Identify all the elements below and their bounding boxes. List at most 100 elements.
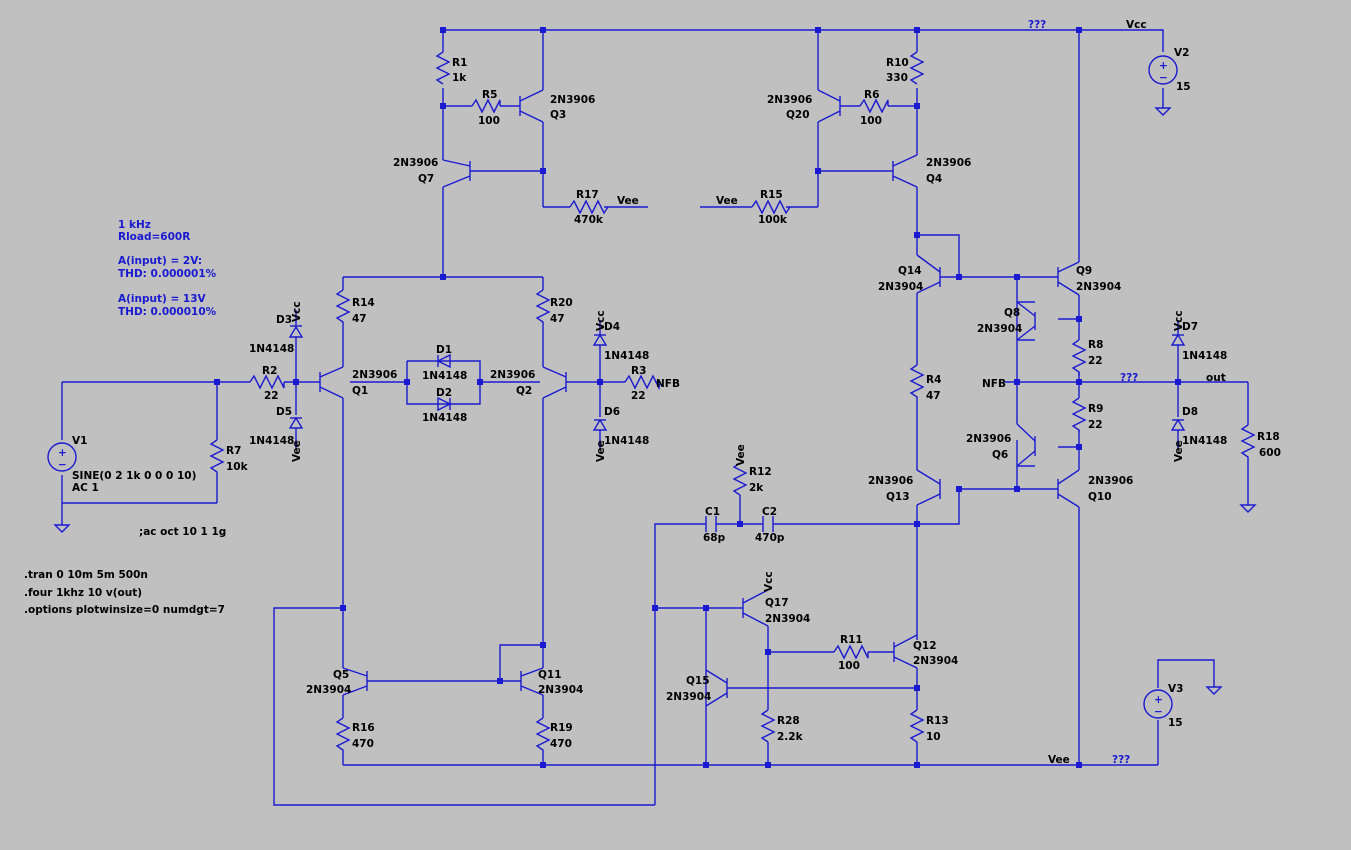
svg-text:1N4148: 1N4148	[1182, 350, 1227, 362]
transistor-Q5	[342, 667, 368, 696]
resistor-R10	[909, 51, 925, 85]
svg-text:10: 10	[926, 731, 941, 743]
transistor-Q12	[893, 634, 918, 669]
svg-text:2N3904: 2N3904	[977, 323, 1022, 335]
resistor-R15	[751, 199, 791, 215]
svg-text:Q13: Q13	[886, 491, 910, 503]
resistor-R14	[335, 289, 351, 327]
svg-text:D2: D2	[436, 387, 452, 399]
wires	[61, 29, 1249, 806]
diode-D5	[288, 416, 304, 448]
ground-4	[1239, 504, 1257, 513]
svg-text:Vcc: Vcc	[595, 310, 607, 331]
junctions	[214, 27, 1181, 768]
svg-text:R12: R12	[749, 466, 772, 478]
resistor-R2	[249, 374, 285, 390]
svg-text:D6: D6	[604, 406, 620, 418]
svg-text:1N4148: 1N4148	[422, 412, 467, 424]
ground-1	[53, 524, 71, 533]
resistor-R6	[859, 98, 889, 114]
resistor-R1	[435, 51, 451, 85]
svg-text:Vcc: Vcc	[1173, 310, 1185, 331]
svg-text:2N3906: 2N3906	[352, 369, 397, 381]
svg-text:2k: 2k	[749, 482, 764, 494]
svg-text:Q11: Q11	[538, 669, 562, 681]
svg-text:2N3904: 2N3904	[666, 691, 711, 703]
svg-text:2N3904: 2N3904	[878, 281, 923, 293]
svg-text:Q14: Q14	[898, 265, 922, 277]
svg-text:1N4148: 1N4148	[1182, 435, 1227, 447]
resistor-R19	[535, 717, 551, 752]
svg-text:Q15: Q15	[686, 675, 710, 687]
diode-D1	[436, 353, 451, 369]
svg-text:R4: R4	[926, 374, 941, 386]
svg-text:D5: D5	[276, 406, 292, 418]
svg-text:−: −	[1154, 706, 1163, 718]
svg-text:2N3904: 2N3904	[538, 684, 583, 696]
svg-text:Q3: Q3	[550, 109, 566, 121]
svg-text:470: 470	[352, 738, 374, 750]
svg-text:out: out	[1206, 372, 1226, 384]
svg-text:600: 600	[1259, 447, 1281, 459]
svg-text:68p: 68p	[703, 532, 726, 544]
diode-D7	[1170, 320, 1186, 346]
svg-text:Vcc: Vcc	[291, 301, 303, 322]
svg-text:A(input) = 13V: A(input) = 13V	[118, 293, 207, 305]
svg-text:D1: D1	[436, 344, 452, 356]
svg-text:Q20: Q20	[786, 109, 810, 121]
labels: R1 1k R5 100 2N3906 Q3 2N3906 Q7 R17 470…	[72, 19, 1281, 766]
svg-text:A(input) = 2V:: A(input) = 2V:	[118, 255, 202, 267]
svg-text:Q8: Q8	[1004, 307, 1020, 319]
svg-text:Q12: Q12	[913, 640, 937, 652]
transistor-Q9	[1057, 261, 1080, 296]
svg-text:2N3904: 2N3904	[1076, 281, 1121, 293]
svg-text:2N3906: 2N3906	[966, 433, 1011, 445]
svg-text:R11: R11	[840, 634, 863, 646]
resistor-R11	[833, 644, 869, 660]
svg-text:1k: 1k	[452, 72, 467, 84]
svg-text:22: 22	[264, 390, 279, 402]
svg-text:2N3904: 2N3904	[765, 613, 810, 625]
svg-text:1N4148: 1N4148	[249, 343, 294, 355]
svg-text:47: 47	[550, 313, 565, 325]
svg-text:???: ???	[1028, 19, 1046, 31]
resistor-R17	[569, 199, 609, 215]
transistor-Q14	[916, 254, 941, 294]
svg-text:AC 1: AC 1	[72, 482, 99, 494]
svg-text:R18: R18	[1257, 431, 1280, 443]
resistor-R9	[1071, 397, 1087, 432]
svg-text:+: +	[1154, 694, 1163, 706]
resistor-R8	[1071, 339, 1087, 376]
svg-text:R15: R15	[760, 189, 783, 201]
svg-text:R28: R28	[777, 715, 800, 727]
svg-text:Q1: Q1	[352, 385, 368, 397]
svg-text:10k: 10k	[226, 461, 249, 473]
transistor-Q17	[742, 589, 769, 627]
svg-text:;ac oct 10 1 1g: ;ac oct 10 1 1g	[139, 526, 226, 538]
svg-text:1 kHz: 1 kHz	[118, 219, 151, 231]
svg-text:Rload=600R: Rload=600R	[118, 231, 190, 243]
svg-text:470p: 470p	[755, 532, 785, 544]
transistor-Q4	[892, 154, 918, 188]
svg-text:2N3906: 2N3906	[868, 475, 913, 487]
svg-text:R10: R10	[886, 57, 909, 69]
svg-text:THD: 0.000001%: THD: 0.000001%	[118, 268, 217, 280]
svg-text:2N3906: 2N3906	[926, 157, 971, 169]
transistor-Q13	[916, 469, 941, 506]
capacitor-C1	[705, 516, 717, 532]
svg-text:THD: 0.000010%: THD: 0.000010%	[118, 306, 217, 318]
svg-text:Vcc: Vcc	[763, 571, 775, 592]
svg-text:???: ???	[1112, 754, 1130, 766]
svg-text:2N3906: 2N3906	[550, 94, 595, 106]
svg-text:100: 100	[478, 115, 500, 127]
svg-text:Q6: Q6	[992, 449, 1008, 461]
svg-text:2N3906: 2N3906	[490, 369, 535, 381]
svg-text:100k: 100k	[758, 214, 788, 226]
svg-text:Vee: Vee	[716, 195, 738, 207]
diode-D3	[288, 310, 304, 338]
comment-block: 1 kHz Rload=600R A(input) = 2V: THD: 0.0…	[118, 219, 217, 318]
svg-text:NFB: NFB	[656, 378, 680, 390]
svg-text:Vee: Vee	[595, 440, 607, 462]
svg-text:D7: D7	[1182, 321, 1198, 333]
